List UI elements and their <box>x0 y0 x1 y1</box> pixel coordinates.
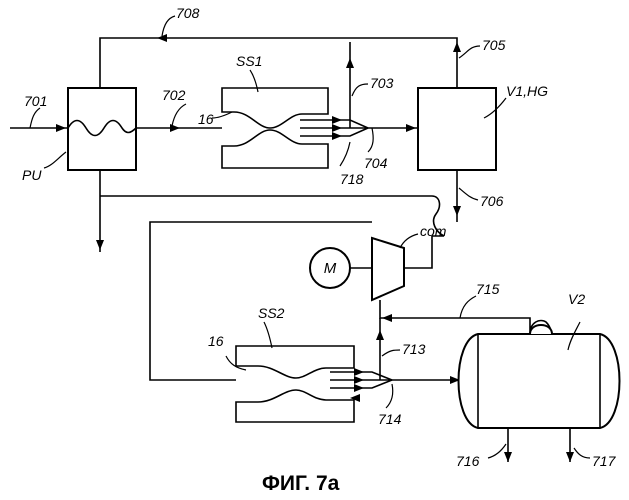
label-705: 705 <box>482 37 506 53</box>
line-708 <box>100 38 457 88</box>
arrow-701 <box>56 124 66 132</box>
arrow-ss1-lower <box>332 132 342 140</box>
line-715 <box>380 300 552 336</box>
leader-715 <box>460 296 476 318</box>
leader-708 <box>162 16 175 36</box>
v2-vessel <box>459 334 620 428</box>
arrow-702 <box>170 124 180 132</box>
arrow-ss2-upper <box>354 368 364 376</box>
leader-706 <box>459 188 478 200</box>
label-716: 716 <box>456 453 480 469</box>
label-pu: PU <box>22 167 42 183</box>
label-717: 717 <box>592 453 617 469</box>
label-16-top: 16 <box>198 111 214 127</box>
leader-704 <box>368 128 373 152</box>
line-return-left <box>150 222 372 380</box>
label-702: 702 <box>162 87 186 103</box>
leader-714 <box>386 384 393 408</box>
leader-713 <box>382 350 400 356</box>
line-pu-to-lower <box>100 196 444 236</box>
label-704: 704 <box>364 155 388 171</box>
figure-caption: ФИГ. 7а <box>262 472 340 495</box>
label-motor: M <box>324 260 337 277</box>
label-ss2: SS2 <box>258 305 285 321</box>
label-v1: V1,HG <box>506 83 548 99</box>
arrow-pu-outlet <box>96 240 104 250</box>
ss2-lower-wall <box>236 390 354 422</box>
leader-717 <box>574 448 590 458</box>
arrow-705 <box>453 42 461 52</box>
arrow-703 <box>346 58 354 68</box>
leader-705 <box>459 46 480 58</box>
label-718: 718 <box>340 171 364 187</box>
leader-pu <box>44 152 66 168</box>
arrow-ss2-lower <box>354 384 364 392</box>
label-706: 706 <box>480 193 504 209</box>
v1-vessel <box>418 88 496 170</box>
arrow-ss1-upper <box>332 116 342 124</box>
arrow-713 <box>376 330 384 340</box>
pu-unit <box>68 88 136 170</box>
leader-718 <box>340 142 350 166</box>
label-715: 715 <box>476 281 500 297</box>
ss1-upper-wall <box>222 88 328 128</box>
compressor <box>372 238 404 300</box>
label-16-bottom: 16 <box>208 333 224 349</box>
leader-16-top <box>212 112 232 118</box>
ss2-stream-lower <box>330 380 392 388</box>
label-701: 701 <box>24 93 47 109</box>
arrow-716 <box>504 452 512 462</box>
arrow-715 <box>382 314 392 322</box>
arrow-704 <box>406 124 416 132</box>
label-ss1: SS1 <box>236 53 262 69</box>
arrow-ss1-middle <box>332 124 342 132</box>
leader-701 <box>30 108 40 128</box>
arrow-717 <box>566 452 574 462</box>
leader-716 <box>488 444 506 458</box>
label-708: 708 <box>176 5 200 21</box>
leader-ss2 <box>264 322 272 348</box>
label-714: 714 <box>378 411 402 427</box>
v2-top-dome <box>530 325 552 334</box>
arrow-706 <box>453 206 461 216</box>
label-713: 713 <box>402 341 426 357</box>
label-703: 703 <box>370 75 394 91</box>
arrow-ss2-middle <box>354 376 364 384</box>
leader-702 <box>172 104 186 126</box>
label-com: com <box>420 223 447 239</box>
leader-com <box>400 234 418 248</box>
label-v2: V2 <box>568 291 585 307</box>
ss2-stream-upper <box>330 372 392 380</box>
ss2-upper-wall <box>236 346 354 378</box>
leader-703 <box>352 84 368 96</box>
